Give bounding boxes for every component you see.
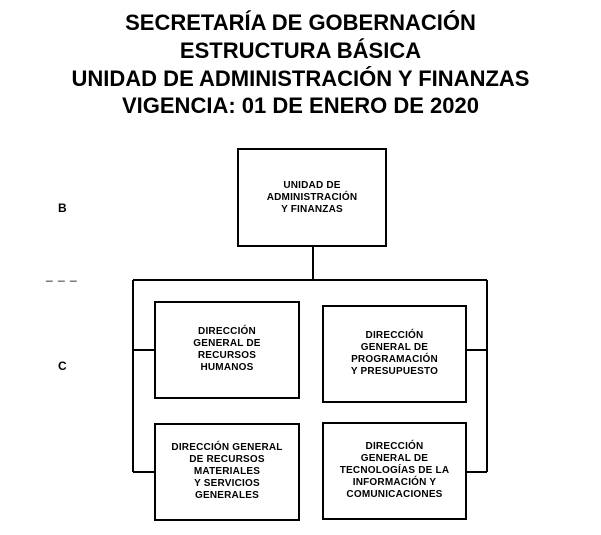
title-line-3: UNIDAD DE ADMINISTRACIÓN Y FINANZAS: [71, 66, 530, 91]
node-root: UNIDAD DE ADMINISTRACIÓN Y FINANZAS: [237, 148, 387, 247]
node-tecnologias-informacion-label: DIRECCIÓN GENERAL DE TECNOLOGÍAS DE LA I…: [339, 441, 450, 500]
level-label-b: B: [58, 201, 67, 215]
level-separator: _ _ _: [46, 268, 78, 282]
level-label-c: C: [58, 359, 67, 373]
node-tecnologias-informacion: DIRECCIÓN GENERAL DE TECNOLOGÍAS DE LA I…: [322, 422, 467, 520]
title-line-4: VIGENCIA: 01 DE ENERO DE 2020: [121, 93, 479, 118]
title-line-2: ESTRUCTURA BÁSICA: [179, 38, 422, 63]
node-recursos-humanos-label: DIRECCIÓN GENERAL DE RECURSOS HUMANOS: [193, 326, 261, 373]
node-programacion-presupuesto-label: DIRECCIÓN GENERAL DE PROGRAMACIÓN Y PRES…: [350, 330, 439, 377]
node-root-label: UNIDAD DE ADMINISTRACIÓN Y FINANZAS: [266, 179, 358, 215]
node-recursos-materiales: DIRECCIÓN GENERAL DE RECURSOS MATERIALES…: [154, 423, 300, 521]
node-recursos-humanos: DIRECCIÓN GENERAL DE RECURSOS HUMANOS: [154, 301, 300, 399]
title-line-1: SECRETARÍA DE GOBERNACIÓN: [125, 10, 476, 35]
node-programacion-presupuesto: DIRECCIÓN GENERAL DE PROGRAMACIÓN Y PRES…: [322, 305, 467, 403]
node-recursos-materiales-label: DIRECCIÓN GENERAL DE RECURSOS MATERIALES…: [171, 442, 283, 501]
